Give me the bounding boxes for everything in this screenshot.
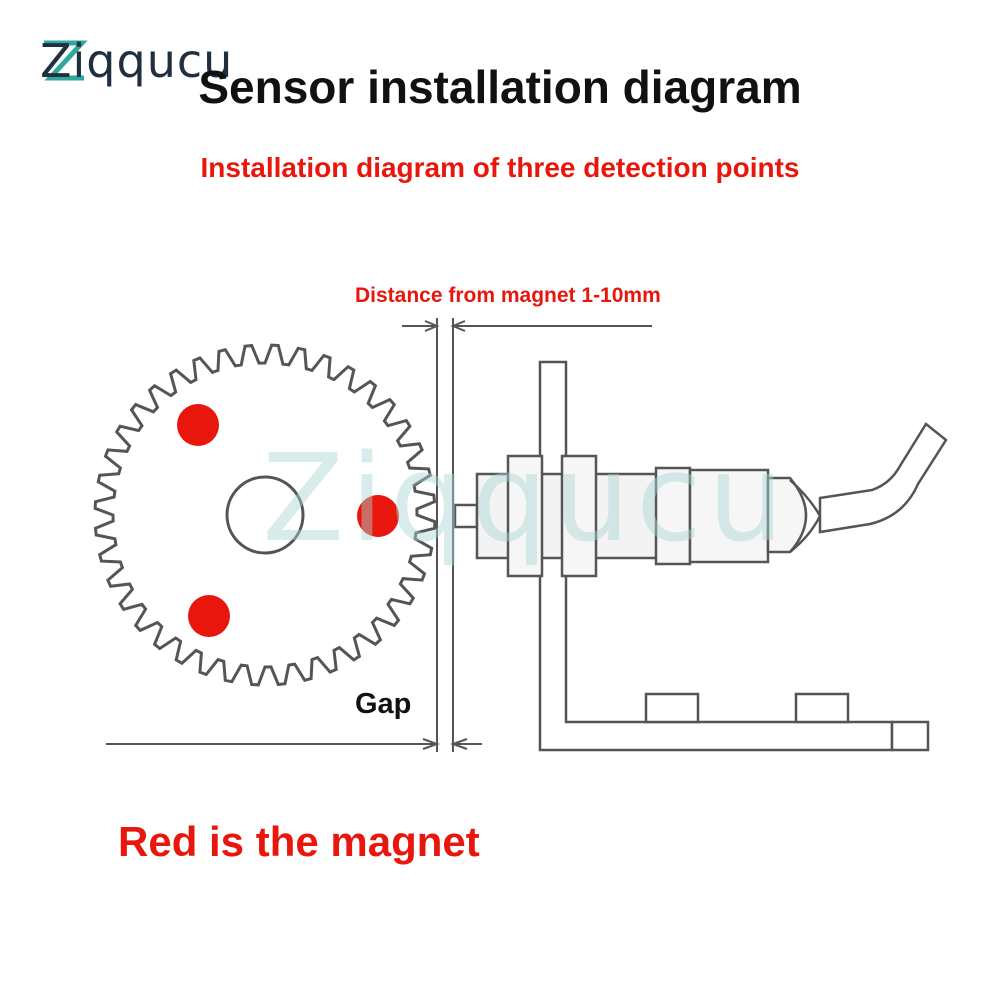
brand-logo: Ziqqucu bbox=[40, 34, 234, 88]
distance-label: Distance from magnet 1-10mm bbox=[355, 284, 661, 307]
page-subtitle: Installation diagram of three detection … bbox=[200, 152, 800, 183]
gear-wheel bbox=[93, 343, 437, 687]
legend-text: Red is the magnet bbox=[118, 818, 480, 865]
page-title: Sensor installation diagram bbox=[198, 61, 802, 113]
gap-label: Gap bbox=[355, 688, 412, 720]
logo-icon bbox=[44, 40, 88, 81]
mounting-bracket bbox=[538, 360, 930, 752]
sensor-cable bbox=[818, 422, 948, 534]
sensor bbox=[453, 454, 822, 578]
magnet-dot-right bbox=[357, 495, 399, 537]
magnet-dot-upper bbox=[177, 404, 219, 446]
gap-dimension-lines bbox=[106, 318, 652, 752]
watermark: Ziqqucu bbox=[262, 430, 790, 569]
gear-hub-hole bbox=[225, 475, 305, 555]
magnet-dot-lower bbox=[188, 595, 230, 637]
